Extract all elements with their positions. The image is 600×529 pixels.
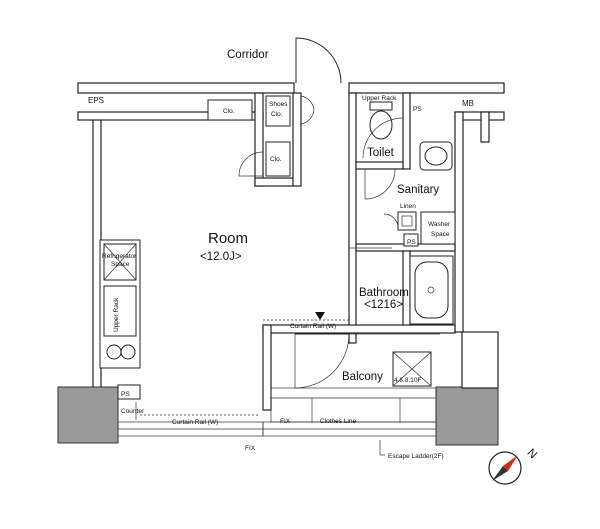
curtain-rail-marker <box>315 312 325 320</box>
label-ps-bottom: PS <box>121 391 130 398</box>
wall-mb-vert <box>480 111 490 143</box>
wall-closet-bottom <box>254 177 294 187</box>
escape-hatch <box>392 351 432 387</box>
compass-south-needle <box>492 466 508 481</box>
toilet-fixture <box>369 101 393 140</box>
label-toilet: Toilet <box>367 147 395 159</box>
bathtub <box>409 255 454 325</box>
column-bottom-right <box>435 386 499 446</box>
wall-closet-left <box>254 92 264 187</box>
column-bottom-left <box>57 386 119 444</box>
balcony-floor <box>270 387 437 423</box>
label-washer-1: Washer <box>428 221 451 228</box>
label-compass-n: N <box>525 447 539 461</box>
label-ps-top: PS <box>413 106 422 113</box>
wall-toilet-bottom <box>355 161 404 170</box>
label-upper-rack-toilet: Upper Rack <box>362 95 397 102</box>
label-room-size: <12.0J> <box>200 251 242 263</box>
label-closet-2: Clo. <box>270 156 282 163</box>
label-balcony: Balcony <box>342 371 383 383</box>
label-mb: MB <box>462 99 474 108</box>
label-shoes-closet-1: Shoes <box>269 101 288 108</box>
label-corridor: Corridor <box>227 49 269 61</box>
label-refrigerator-1: Refrigerator <box>102 253 137 260</box>
sink-fixture <box>419 141 453 171</box>
label-upper-rack-kitchen: Upper Rack <box>113 297 120 332</box>
wall-top-left <box>77 82 295 94</box>
label-shoes-closet-2: Clo. <box>271 111 283 118</box>
label-sanitary: Sanitary <box>397 184 439 196</box>
wall-right-lower <box>461 331 499 389</box>
label-counter: Counter <box>121 408 145 415</box>
shoes-closet <box>265 95 291 127</box>
compass-icon <box>488 451 522 485</box>
label-bathroom-size: <1216> <box>364 299 403 311</box>
label-bathroom-name: Bathroom <box>359 287 409 299</box>
ps-bottom-box <box>117 384 141 400</box>
washer-space <box>420 211 456 245</box>
label-floors-note: 4.6.8.10F <box>394 377 421 384</box>
label-fix-1: FIX <box>280 418 291 425</box>
label-eps: EPS <box>88 96 104 105</box>
label-curtain-rail-top: Curtain Rail (W) <box>290 323 336 330</box>
label-escape-ladder: Escape Ladder(2F) <box>388 453 444 460</box>
label-linen: Linen <box>400 203 416 210</box>
wall-balcony-left <box>262 324 272 411</box>
label-clothes-line: Clothes Line <box>320 418 357 425</box>
window-bottom <box>117 421 437 437</box>
label-closet-1: Clo. <box>223 108 235 115</box>
linen-cabinet <box>397 211 417 231</box>
wall-toilet-right <box>402 92 411 170</box>
label-washer-2: Space <box>431 231 450 238</box>
label-curtain-rail-bottom: Curtain Rail (W) <box>172 419 218 426</box>
label-ps-mid: PS <box>407 239 416 246</box>
ps-mid-box <box>403 233 419 247</box>
label-refrigerator-2: Space <box>111 261 130 268</box>
wall-closet-right <box>292 92 302 187</box>
label-room-name: Room <box>208 230 248 247</box>
wall-top-right <box>348 82 505 94</box>
compass-north-needle <box>503 455 518 471</box>
wall-wet-left <box>348 92 357 344</box>
entry-door[interactable] <box>295 37 342 84</box>
closet-1 <box>207 99 253 121</box>
closet-2 <box>265 141 291 177</box>
wall-right <box>454 111 464 333</box>
label-fix-2: FIX <box>245 445 256 452</box>
kitchen-counter <box>99 239 141 369</box>
